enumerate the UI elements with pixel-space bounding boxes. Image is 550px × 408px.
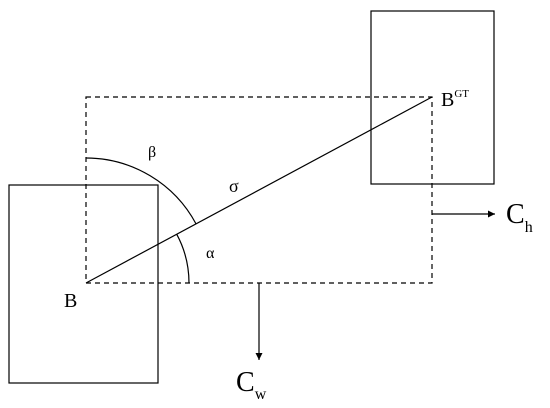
label-c-w-base: C bbox=[236, 367, 255, 398]
label-sigma: σ bbox=[229, 176, 239, 196]
label-c-h: Ch bbox=[506, 199, 533, 236]
label-c-w-subscript: w bbox=[255, 386, 267, 403]
label-b: B bbox=[64, 290, 77, 312]
alpha-arc bbox=[176, 233, 190, 284]
sigma-line bbox=[85, 96, 433, 284]
label-b-gt-base: B bbox=[441, 89, 454, 111]
label-b-gt: BGT bbox=[441, 88, 469, 111]
beta-arc bbox=[85, 157, 197, 225]
label-c-w: Cw bbox=[236, 367, 267, 403]
label-alpha: α bbox=[206, 245, 215, 262]
label-c-h-base: C bbox=[506, 199, 525, 230]
label-b-gt-superscript: GT bbox=[454, 88, 469, 100]
predicted-box-b bbox=[8, 184, 159, 384]
label-beta: β bbox=[148, 144, 156, 161]
label-c-h-subscript: h bbox=[525, 219, 533, 236]
